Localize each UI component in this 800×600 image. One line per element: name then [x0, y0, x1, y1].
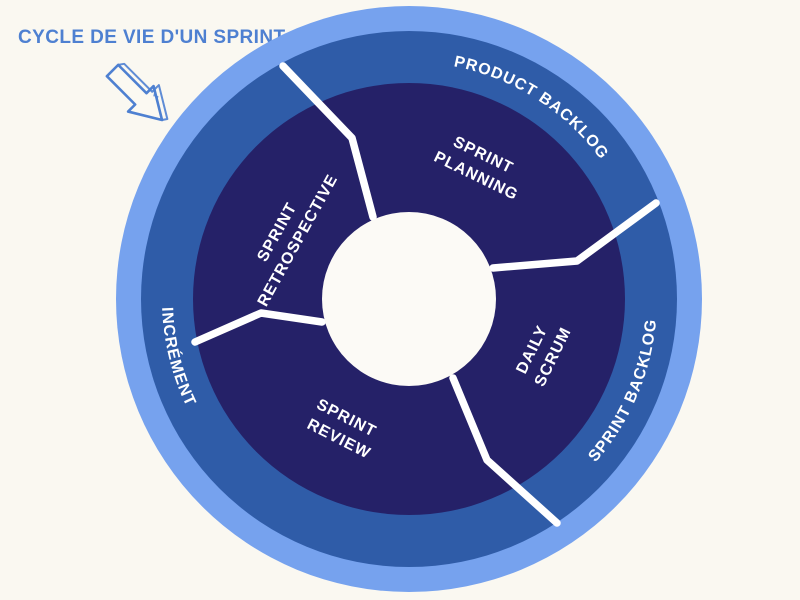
- divider-left: [191, 309, 326, 346]
- divider-top: [279, 62, 377, 221]
- divider-right: [489, 199, 660, 272]
- page-title: CYCLE DE VIE D'UN SPRINT: [18, 27, 286, 48]
- center-hub: [322, 212, 496, 386]
- arrow-down-right-icon: [105, 62, 169, 122]
- divider-bottom-right: [449, 374, 561, 527]
